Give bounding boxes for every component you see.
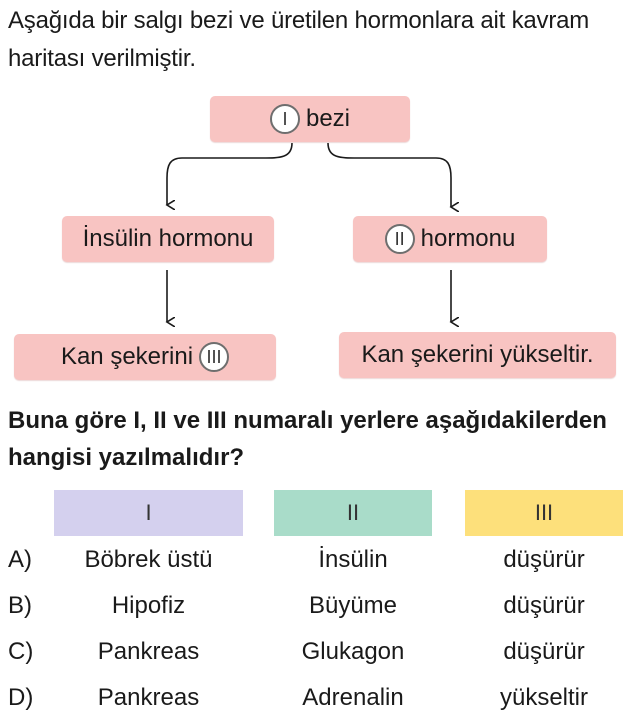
- column-header-ii-label: II: [346, 500, 360, 525]
- marker-ii: II: [384, 224, 415, 254]
- insulin-hormone-label: İnsülin hormonu: [82, 225, 254, 252]
- option-c-col-i: Pankreas: [97, 638, 200, 665]
- blood-sugar-right-label: Kan şekerini yükseltir.: [361, 341, 594, 368]
- column-header-iii-label: III: [534, 500, 554, 525]
- gland-box-label: bezi: [305, 105, 351, 132]
- option-d-col-iii: yükseltir: [499, 684, 589, 711]
- option-b-col-i: Hipofiz: [111, 592, 186, 619]
- hormone-ii-label: hormonu: [420, 225, 516, 252]
- blood-sugar-box-left: Kan şekerini III: [14, 334, 276, 380]
- column-header-iii: III: [465, 490, 623, 536]
- hormone-ii-box: II hormonu: [353, 216, 547, 262]
- question-text: Buna göre I, II ve III numaralı yerlere …: [8, 407, 607, 471]
- option-b-col-iii: düşürür: [503, 592, 585, 619]
- option-d-letter[interactable]: D): [8, 684, 34, 711]
- option-d-col-i: Pankreas: [97, 684, 200, 711]
- option-d-col-ii: Adrenalin: [302, 684, 404, 711]
- option-a-col-iii: düşürür: [503, 546, 585, 573]
- blood-sugar-box-right: Kan şekerini yükseltir.: [339, 332, 616, 378]
- column-header-i-label: I: [145, 500, 152, 525]
- branch-arrow-right: [327, 142, 451, 207]
- option-b-col-ii: Büyüme: [308, 592, 398, 619]
- insulin-hormone-box: İnsülin hormonu: [62, 216, 274, 262]
- option-b-letter[interactable]: B): [8, 592, 32, 619]
- intro-text: Aşağıda bir salgı bezi ve üretilen hormo…: [8, 7, 590, 72]
- branch-arrow-left: [167, 142, 293, 205]
- marker-i: I: [269, 104, 300, 134]
- column-header-i: I: [54, 490, 243, 536]
- column-header-ii: II: [274, 490, 432, 536]
- option-a-col-ii: İnsülin: [318, 546, 388, 573]
- marker-iii: III: [199, 342, 230, 372]
- gland-box: I bezi: [210, 96, 410, 142]
- option-a-letter[interactable]: A): [8, 546, 32, 573]
- blood-sugar-left-label: Kan şekerini: [60, 343, 194, 370]
- option-c-letter[interactable]: C): [8, 638, 34, 665]
- option-c-col-iii: düşürür: [503, 638, 585, 665]
- option-c-col-ii: Glukagon: [301, 638, 405, 665]
- option-a-col-i: Böbrek üstü: [84, 546, 213, 573]
